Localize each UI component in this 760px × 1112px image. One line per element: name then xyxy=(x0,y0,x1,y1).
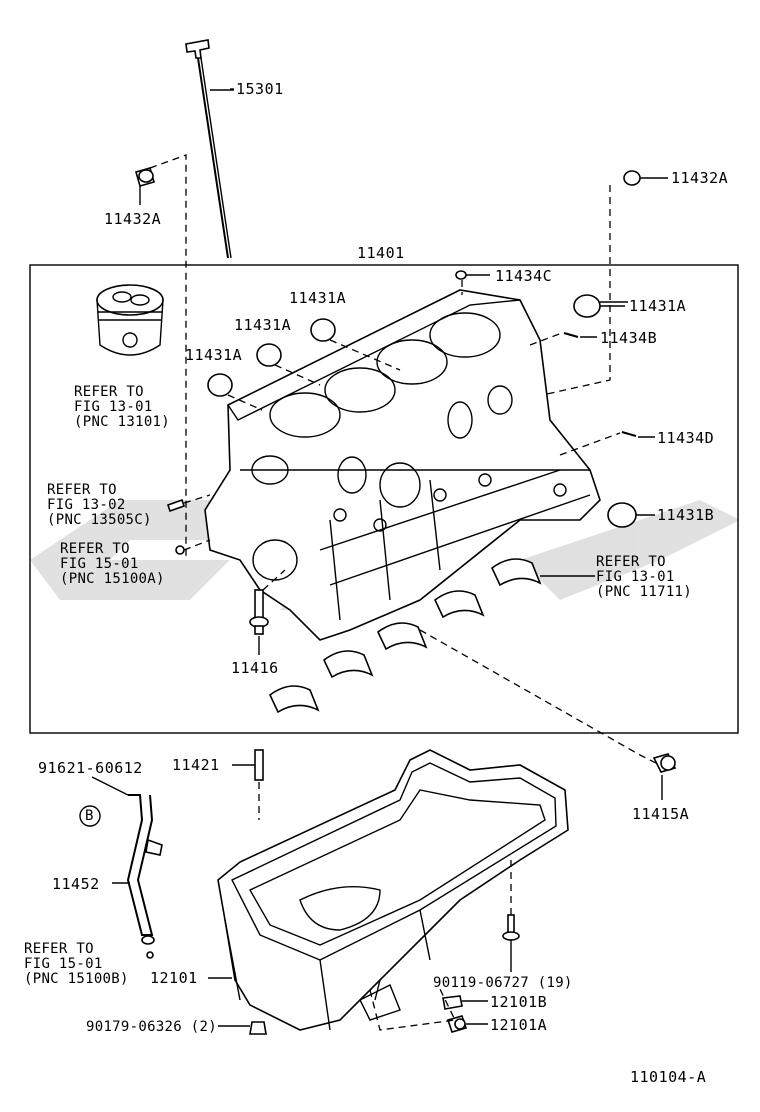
label-11415a: 11415A xyxy=(632,805,690,823)
label-circle-b: B xyxy=(85,808,94,824)
stud-11421 xyxy=(232,749,264,820)
bolt-90119 xyxy=(502,860,520,972)
label-11431a-right: 11431A xyxy=(629,297,687,315)
label-11432a-right: 11432A xyxy=(671,169,729,187)
label-11434d: 11434D xyxy=(657,429,715,447)
pan-plugs-12101 xyxy=(369,984,488,1033)
label-12101b: 12101B xyxy=(490,993,548,1011)
main-bearings xyxy=(268,558,595,714)
bolt-11416 xyxy=(249,569,286,655)
refer-piston: REFER TO FIG 13-01 (PNC 13101) xyxy=(74,384,171,430)
leader-11415a xyxy=(419,629,661,766)
plug-11432a-right xyxy=(519,170,668,401)
circle-b-marker xyxy=(79,805,101,827)
label-11434b: 11434B xyxy=(600,329,658,347)
refer-fig-13-02: REFER TO FIG 13-02 (PNC 13505C) xyxy=(47,482,152,528)
label-11434c: 11434C xyxy=(495,267,553,285)
label-11432a-left: 11432A xyxy=(104,210,162,228)
label-12101: 12101 xyxy=(150,969,198,987)
assembly-frame xyxy=(29,264,739,734)
label-11431a-1: 11431A xyxy=(289,289,347,307)
jet-and-plug-left xyxy=(166,494,211,555)
label-12101a: 12101A xyxy=(490,1016,548,1034)
bolt-90179 xyxy=(218,1021,267,1035)
label-15301: 15301 xyxy=(236,80,284,98)
label-11401: 11401 xyxy=(357,244,405,262)
core-plugs-11431a xyxy=(207,294,625,411)
label-11452: 11452 xyxy=(52,875,100,893)
cylinder-block-drawing xyxy=(204,289,601,641)
oil-pan-drawing xyxy=(208,749,569,1031)
label-11416: 11416 xyxy=(231,659,279,677)
refer-fig-13-01-b: REFER TO FIG 13-01 (PNC 11711) xyxy=(596,554,693,600)
pins-11434 xyxy=(455,270,655,456)
oil-pipe-11452 xyxy=(91,776,163,959)
label-11431b: 11431B xyxy=(657,506,715,524)
label-11431a-2: 11431A xyxy=(234,316,292,334)
dipstick-drawing xyxy=(185,39,234,259)
label-91621-60612: 91621-60612 xyxy=(38,759,143,777)
label-11431a-3: 11431A xyxy=(185,346,243,364)
leader-lines xyxy=(230,88,628,303)
piston-drawing xyxy=(96,284,164,356)
core-plug-11431b xyxy=(607,502,655,528)
refer-fig-15-01-a: REFER TO FIG 15-01 (PNC 15100A) xyxy=(60,541,165,587)
plug-11432a-left xyxy=(135,154,187,560)
label-11421: 11421 xyxy=(172,756,220,774)
refer-fig-15-01-b: REFER TO FIG 15-01 (PNC 15100B) xyxy=(24,941,129,987)
figure-id: 110104-A xyxy=(630,1068,707,1086)
label-90119-06727: 90119-06727 (19) xyxy=(433,975,573,991)
drain-plug-11415a xyxy=(652,753,677,800)
label-90179-06326: 90179-06326 (2) xyxy=(86,1019,217,1035)
